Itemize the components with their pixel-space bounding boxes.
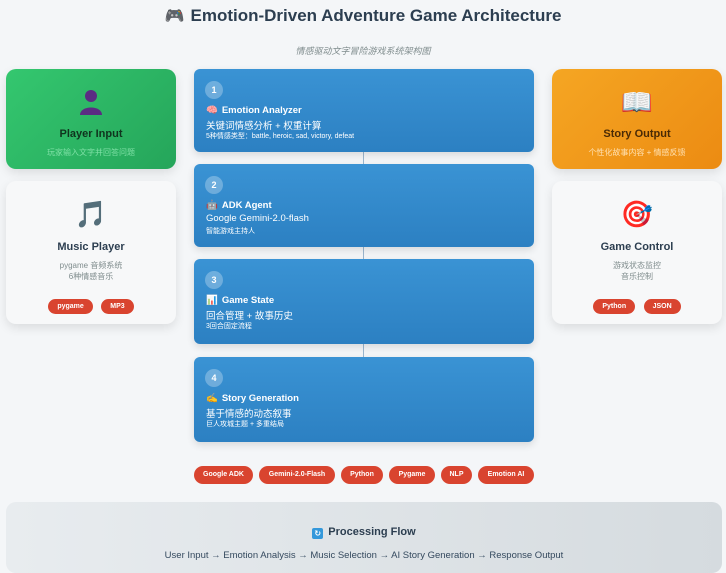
music-player-title: Music Player — [57, 241, 125, 253]
player-input-card: Player Input 玩家输入文字并回答问题 — [6, 69, 176, 169]
step-sub: 巨人攻城主题 + 多重结局 — [206, 421, 284, 428]
user-icon — [6, 87, 176, 123]
processing-flow-title: Processing Flow — [328, 526, 416, 538]
story-output-desc: 个性化故事内容 + 情感反馈 — [588, 148, 686, 157]
step-title: Story Generation — [221, 393, 299, 404]
target-icon: 🎯 — [620, 199, 654, 229]
book-icon: 📖 — [620, 87, 654, 117]
page-title: 🎮Emotion-Driven Adventure Game Architect… — [164, 6, 562, 25]
player-input-desc: 玩家输入文字并回答问题 — [47, 148, 135, 157]
step-sub: 智能游戏主持人 — [206, 228, 255, 235]
step-title: Emotion Analyzer — [221, 105, 302, 116]
step-emotion-analyzer: 1 🧠Emotion Analyzer 关键词情感分析 + 权重计算 5种情感类… — [194, 69, 534, 152]
writing-hand-icon: ✍️ — [206, 393, 218, 404]
tech-tag-pygame: Pygame — [389, 466, 435, 484]
tech-tag-python: Python — [341, 466, 383, 484]
step-number: 3 — [205, 271, 223, 289]
game-control-desc-2: 音乐控制 — [621, 272, 653, 281]
step-desc: 回合管理 + 故事历史 — [206, 311, 293, 322]
player-input-title: Player Input — [59, 128, 123, 140]
tech-tag-emotion-ai: Emotion AI — [478, 466, 534, 484]
game-control-card: 🎯 Game Control 游戏状态监控 音乐控制 Python JSON — [552, 181, 722, 324]
refresh-icon: ↻ — [312, 528, 324, 539]
brain-icon: 🧠 — [206, 105, 218, 116]
step-number: 4 — [205, 369, 223, 387]
music-player-tags: pygame MP3 — [6, 295, 176, 314]
tag-pygame: pygame — [48, 299, 93, 314]
tag-json: JSON — [643, 299, 681, 314]
step-sub: 5种情感类型：battle, heroic, sad, victory, def… — [206, 133, 355, 140]
page-subtitle: 情感驱动文字冒险游戏系统架构图 — [295, 46, 431, 56]
connector-2-3 — [363, 247, 364, 259]
game-controller-icon: 🎮 — [164, 8, 185, 25]
music-note-icon: 🎵 — [74, 199, 108, 229]
step-desc: 关键词情感分析 + 权重计算 — [206, 121, 322, 132]
tech-tag-gemini: Gemini-2.0-Flash — [259, 466, 335, 484]
music-player-desc-2: 6种情感音乐 — [68, 272, 114, 281]
connector-3-4 — [363, 344, 364, 357]
game-control-desc-1: 游戏状态监控 — [613, 261, 661, 270]
step-desc: 基于情感的动态叙事 — [206, 409, 292, 420]
story-output-title: Story Output — [603, 128, 671, 140]
game-control-tags: Python JSON — [552, 295, 722, 314]
music-player-card: 🎵 Music Player pygame 音频系统 6种情感音乐 pygame… — [6, 181, 176, 324]
step-sub: 3回合固定流程 — [206, 323, 252, 330]
connector-1-2 — [363, 152, 364, 164]
processing-flow-panel: ↻ Processing Flow User Input → Emotion An… — [6, 502, 722, 573]
step-number: 2 — [205, 176, 223, 194]
step-game-state: 3 📊Game State 回合管理 + 故事历史 3回合固定流程 — [194, 259, 534, 344]
step-title: Game State — [221, 295, 275, 306]
step-story-generation: 4 ✍️Story Generation 基于情感的动态叙事 巨人攻城主题 + … — [194, 357, 534, 442]
step-title: ADK Agent — [221, 200, 272, 211]
tag-python: Python — [593, 299, 636, 314]
step-number: 1 — [205, 81, 223, 99]
tag-mp3: MP3 — [101, 299, 134, 314]
music-player-desc-1: pygame 音频系统 — [59, 261, 123, 270]
tech-tag-google-adk: Google ADK — [194, 466, 253, 484]
chart-icon: 📊 — [206, 295, 218, 306]
processing-flow-text: User Input → Emotion Analysis → Music Se… — [164, 550, 564, 561]
story-output-card: 📖 Story Output 个性化故事内容 + 情感反馈 — [552, 69, 722, 169]
robot-icon: 🤖 — [206, 200, 218, 211]
game-control-title: Game Control — [600, 241, 674, 253]
step-desc: Google Gemini-2.0-flash — [206, 213, 309, 224]
tech-tag-nlp: NLP — [441, 466, 472, 484]
step-adk-agent: 2 🤖ADK Agent Google Gemini-2.0-flash 智能游… — [194, 164, 534, 247]
